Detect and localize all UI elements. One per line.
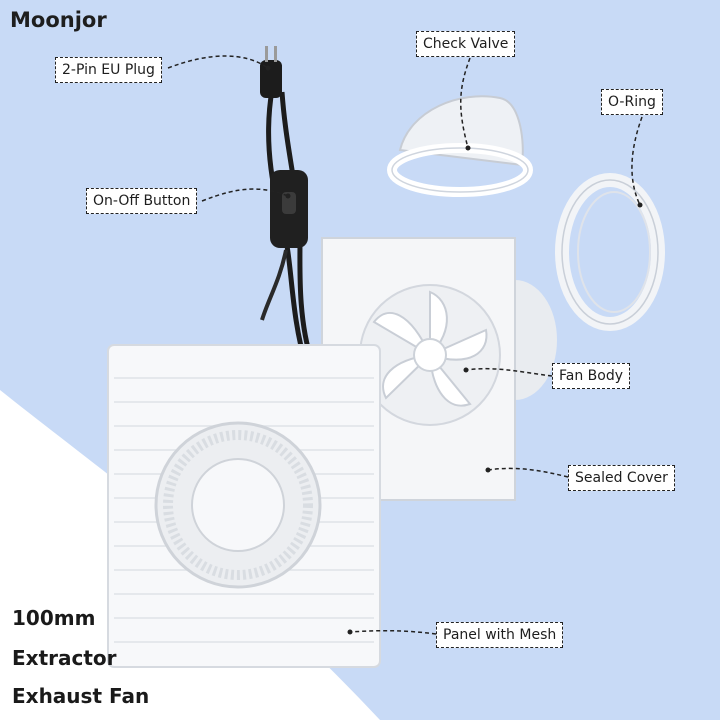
headline-line-3: Exhaust Fan: [12, 684, 150, 708]
o-ring: [555, 173, 665, 331]
callout-check-valve: Check Valve: [416, 31, 516, 57]
callout-plug: 2-Pin EU Plug: [55, 57, 162, 83]
callout-sealed-cover: Sealed Cover: [568, 465, 675, 491]
callout-o-ring: O-Ring: [601, 89, 663, 115]
brand-logo: Moonjor: [10, 8, 107, 32]
fan-body: [321, 237, 557, 501]
headline-line-1: 100mm: [12, 606, 96, 630]
on-off-switch: [270, 170, 308, 248]
leader-dots: [265, 65, 643, 635]
headline-line-2: Extractor: [12, 646, 117, 670]
callout-fan-body: Fan Body: [552, 363, 631, 389]
callout-on-off-button: On-Off Button: [86, 188, 198, 214]
eu-plug: [260, 46, 282, 98]
leader-lines: [167, 55, 643, 635]
callout-panel-with-mesh: Panel with Mesh: [436, 622, 564, 648]
check-valve: [387, 95, 533, 197]
front-panel: [107, 344, 381, 668]
